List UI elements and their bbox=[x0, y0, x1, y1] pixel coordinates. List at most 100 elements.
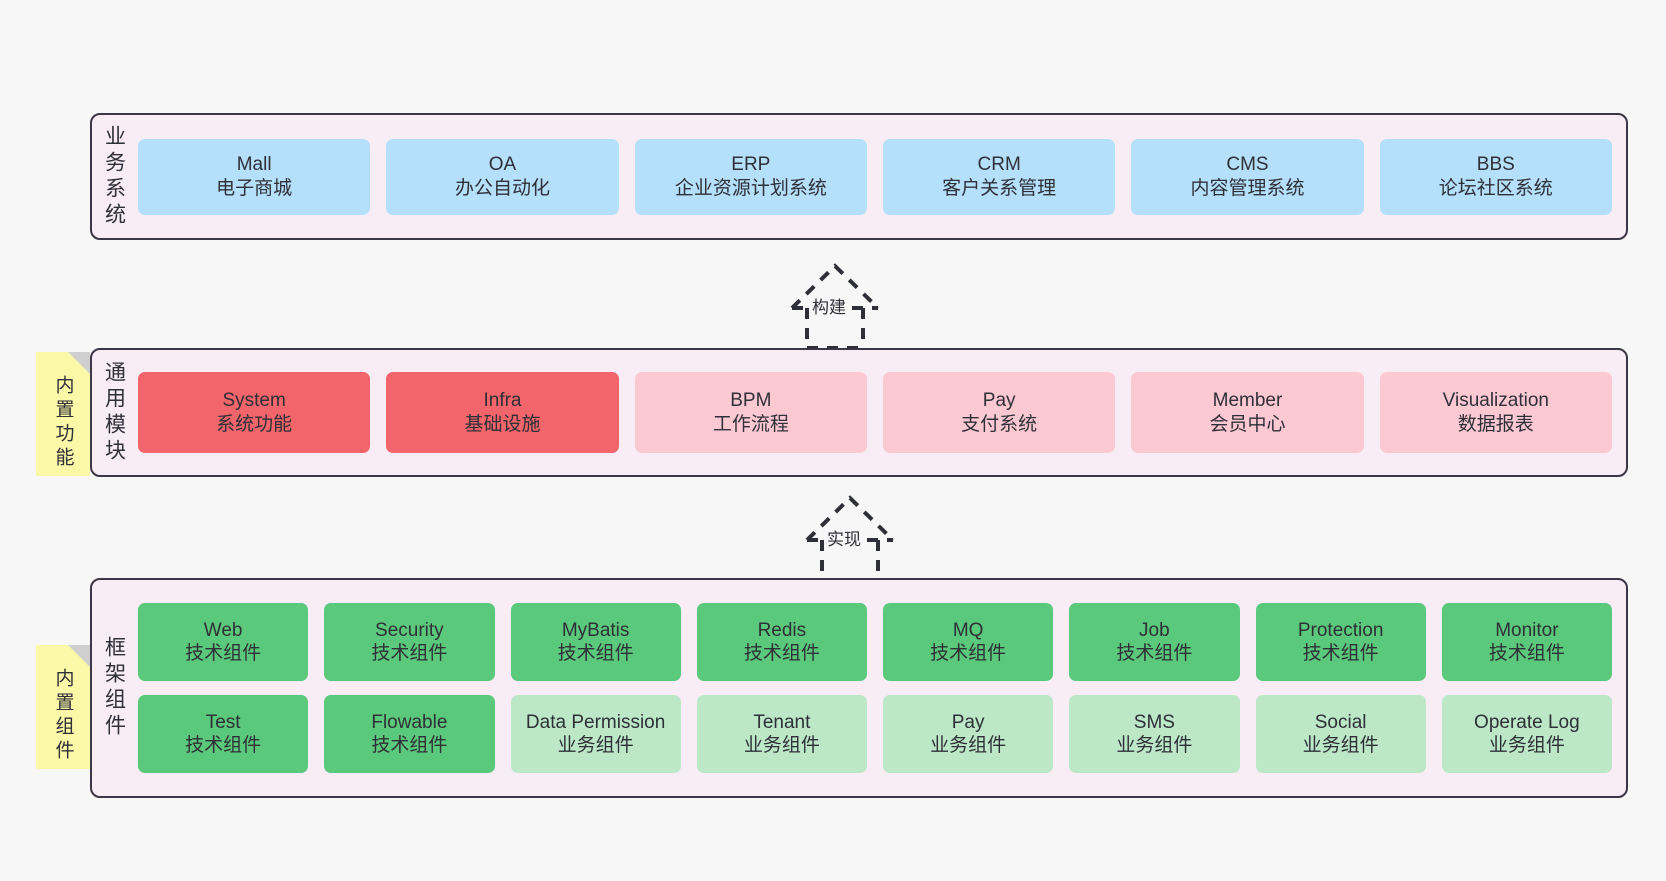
note-fold-corner-icon bbox=[68, 645, 90, 667]
card-bpm[interactable]: BPM 工作流程 bbox=[634, 372, 867, 453]
connector-build: 构建 bbox=[750, 258, 920, 350]
card-flowable[interactable]: Flowable 技术组件 bbox=[324, 695, 495, 773]
card-test-sub: 技术组件 bbox=[185, 735, 262, 756]
layer-framework-component-title: 框架组件 bbox=[92, 580, 136, 796]
card-web-name: Web bbox=[203, 619, 243, 641]
card-bpm-name: BPM bbox=[730, 390, 772, 412]
card-mall-name: Mall bbox=[236, 154, 272, 176]
layer-framework-component-cards: Web 技术组件 Security 技术组件 MyBatis 技术组件 Redi… bbox=[136, 580, 1626, 796]
layer-business-system-title: 业务系统 bbox=[92, 115, 136, 238]
card-infra[interactable]: Infra 基础设施 bbox=[386, 372, 619, 453]
card-monitor-name: Monitor bbox=[1495, 619, 1559, 641]
card-cms-name: CMS bbox=[1226, 154, 1269, 176]
note-builtin-function: 内置功能 bbox=[36, 352, 90, 476]
card-visualization-sub: 数据报表 bbox=[1457, 413, 1534, 435]
card-security-name: Security bbox=[375, 619, 444, 641]
layer-common-module: 通用模块 System 系统功能 Infra 基础设施 BPM 工作流程 Pay… bbox=[90, 348, 1628, 477]
card-oa[interactable]: OA 办公自动化 bbox=[386, 138, 619, 215]
card-crm[interactable]: CRM 客户关系管理 bbox=[882, 138, 1116, 215]
note-fold-corner-icon bbox=[68, 352, 90, 374]
card-mybatis-name: MyBatis bbox=[561, 619, 630, 641]
card-erp-name: ERP bbox=[731, 154, 771, 176]
layer-framework-component-title-text: 框架组件 bbox=[102, 636, 126, 740]
card-data-permission-sub: 业务组件 bbox=[557, 735, 634, 756]
card-data-permission[interactable]: Data Permission 业务组件 bbox=[510, 695, 681, 773]
card-oa-sub: 办公自动化 bbox=[454, 177, 550, 199]
card-bpm-sub: 工作流程 bbox=[712, 413, 789, 435]
card-security[interactable]: Security 技术组件 bbox=[324, 603, 495, 681]
note-builtin-function-text: 内置功能 bbox=[52, 375, 74, 471]
card-monitor-sub: 技术组件 bbox=[1488, 643, 1565, 664]
card-mybatis[interactable]: MyBatis 技术组件 bbox=[510, 603, 681, 681]
card-oa-name: OA bbox=[488, 154, 517, 176]
card-crm-sub: 客户关系管理 bbox=[942, 177, 1057, 199]
card-protection[interactable]: Protection 技术组件 bbox=[1255, 603, 1426, 681]
card-member-name: Member bbox=[1212, 390, 1283, 412]
card-member-sub: 会员中心 bbox=[1209, 413, 1286, 435]
card-cms-sub: 内容管理系统 bbox=[1190, 177, 1305, 199]
card-infra-name: Infra bbox=[483, 390, 522, 412]
card-job[interactable]: Job 技术组件 bbox=[1069, 603, 1240, 681]
card-web-sub: 技术组件 bbox=[185, 643, 262, 664]
layer-business-system-title-text: 业务系统 bbox=[102, 124, 126, 229]
card-cms[interactable]: CMS 内容管理系统 bbox=[1131, 138, 1364, 215]
card-erp-sub: 企业资源计划系统 bbox=[674, 177, 827, 199]
layer-common-module-cards: System 系统功能 Infra 基础设施 BPM 工作流程 Pay 支付系统… bbox=[136, 350, 1626, 475]
layer-common-module-title: 通用模块 bbox=[92, 350, 136, 475]
card-system-name: System bbox=[222, 390, 286, 412]
card-redis[interactable]: Redis 技术组件 bbox=[696, 603, 867, 681]
card-operate-log[interactable]: Operate Log 业务组件 bbox=[1441, 695, 1612, 773]
card-operate-log-sub: 业务组件 bbox=[1488, 735, 1565, 756]
card-tenant-name: Tenant bbox=[753, 711, 811, 733]
card-tenant-sub: 业务组件 bbox=[743, 735, 820, 756]
card-member[interactable]: Member 会员中心 bbox=[1131, 372, 1364, 453]
card-system[interactable]: System 系统功能 bbox=[138, 372, 371, 453]
card-test[interactable]: Test 技术组件 bbox=[138, 695, 309, 773]
card-flowable-name: Flowable bbox=[371, 711, 448, 733]
card-pay-module-sub: 支付系统 bbox=[961, 413, 1038, 435]
card-bbs[interactable]: BBS 论坛社区系统 bbox=[1379, 138, 1612, 215]
card-sms-sub: 业务组件 bbox=[1116, 735, 1193, 756]
card-protection-name: Protection bbox=[1297, 619, 1384, 641]
layer-business-system: 业务系统 Mall 电子商城 OA 办公自动化 ERP 企业资源计划系统 CRM… bbox=[90, 113, 1628, 240]
card-pay-module[interactable]: Pay 支付系统 bbox=[882, 372, 1116, 453]
layer-framework-component: 框架组件 Web 技术组件 Security 技术组件 MyBatis 技术组件… bbox=[90, 578, 1628, 798]
card-bbs-sub: 论坛社区系统 bbox=[1438, 177, 1553, 199]
card-mq-name: MQ bbox=[952, 619, 984, 641]
card-visualization[interactable]: Visualization 数据报表 bbox=[1379, 372, 1612, 453]
card-crm-name: CRM bbox=[977, 154, 1021, 176]
card-mq-sub: 技术组件 bbox=[930, 643, 1007, 664]
card-data-permission-name: Data Permission bbox=[525, 711, 666, 733]
card-job-sub: 技术组件 bbox=[1116, 643, 1193, 664]
card-pay-component[interactable]: Pay 业务组件 bbox=[883, 695, 1054, 773]
card-pay-module-name: Pay bbox=[982, 390, 1016, 412]
card-social-name: Social bbox=[1314, 711, 1367, 733]
layer-common-module-title-text: 通用模块 bbox=[102, 360, 126, 465]
card-mq[interactable]: MQ 技术组件 bbox=[883, 603, 1054, 681]
card-pay-component-sub: 业务组件 bbox=[930, 735, 1007, 756]
framework-row-tech: Web 技术组件 Security 技术组件 MyBatis 技术组件 Redi… bbox=[138, 603, 1612, 681]
connector-implement-label: 实现 bbox=[825, 525, 863, 550]
card-bbs-name: BBS bbox=[1476, 154, 1515, 176]
card-monitor[interactable]: Monitor 技术组件 bbox=[1441, 603, 1612, 681]
card-web[interactable]: Web 技术组件 bbox=[138, 603, 309, 681]
card-tenant[interactable]: Tenant 业务组件 bbox=[696, 695, 867, 773]
card-job-name: Job bbox=[1139, 619, 1170, 641]
connector-implement: 实现 bbox=[765, 490, 935, 582]
card-operate-log-name: Operate Log bbox=[1474, 711, 1580, 733]
card-erp[interactable]: ERP 企业资源计划系统 bbox=[634, 138, 867, 215]
note-builtin-component: 内置组件 bbox=[36, 645, 90, 769]
connector-build-label: 构建 bbox=[810, 293, 848, 318]
card-social[interactable]: Social 业务组件 bbox=[1255, 695, 1426, 773]
card-protection-sub: 技术组件 bbox=[1302, 643, 1379, 664]
card-visualization-name: Visualization bbox=[1442, 390, 1549, 412]
card-flowable-sub: 技术组件 bbox=[371, 735, 448, 756]
framework-row-business: Test 技术组件 Flowable 技术组件 Data Permission … bbox=[138, 695, 1612, 773]
card-mall[interactable]: Mall 电子商城 bbox=[138, 138, 371, 215]
card-test-name: Test bbox=[205, 711, 241, 733]
card-social-sub: 业务组件 bbox=[1302, 735, 1379, 756]
card-redis-name: Redis bbox=[757, 619, 807, 641]
card-system-sub: 系统功能 bbox=[216, 413, 293, 435]
card-sms[interactable]: SMS 业务组件 bbox=[1069, 695, 1240, 773]
